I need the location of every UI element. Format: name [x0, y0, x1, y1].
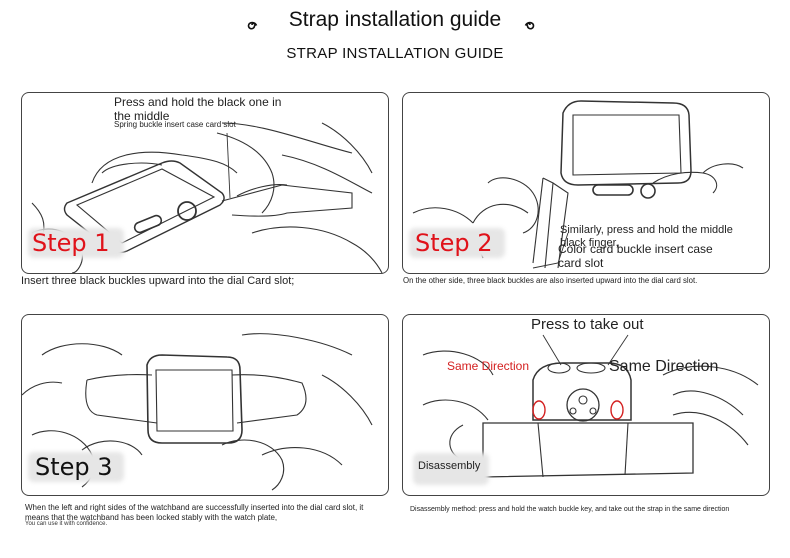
step-caption: On the other side, three black buckles a…: [403, 276, 698, 285]
swirl-ornament-icon: [524, 21, 535, 30]
press-label: Press to take out: [531, 316, 644, 333]
step3-panel: Step 3: [21, 314, 389, 496]
step3-illustration: [22, 333, 373, 491]
direction-label-red: Same Direction: [447, 359, 530, 373]
direction-label: Same Direction: [609, 358, 719, 375]
instruction-subnote: Spring buckle insert case card slot: [114, 120, 236, 129]
instruction-subnote: Color card buckle insert case card slot: [558, 242, 713, 270]
step-label-highlight: [28, 228, 124, 258]
step2-panel: Step 2 Similarly, press and hold the mid…: [402, 92, 770, 274]
instruction-note: Press and hold the black one in the midd…: [114, 95, 282, 123]
step-label: Step 3: [35, 453, 113, 481]
step-label: Step 2: [415, 229, 493, 257]
disassembly-panel: Disassembly Press to take out Same Direc…: [402, 314, 770, 496]
disassembly-caption: Disassembly method: press and hold the w…: [410, 506, 730, 513]
step-label-highlight: [409, 228, 505, 258]
step-label: Disassembly: [418, 460, 481, 472]
step1-illustration: [31, 122, 383, 273]
page-title: Strap installation guide: [288, 8, 502, 31]
step1-panel: Step 1 Press and hold the black one in t…: [21, 92, 389, 274]
page-subtitle: STRAP INSTALLATION GUIDE: [286, 45, 504, 62]
step-caption: Insert three black buckles upward into t…: [21, 275, 295, 287]
step-label-highlight: [413, 453, 489, 485]
step-caption-small: You can use it with confidence.: [25, 521, 108, 527]
step-caption: When the left and right sides of the wat…: [25, 503, 364, 522]
instruction-note: Similarly, press and hold the middle bla…: [560, 224, 733, 249]
step-label-highlight: [28, 452, 124, 482]
step-label: Step 1: [32, 229, 110, 257]
swirl-ornament-icon: [247, 21, 258, 30]
